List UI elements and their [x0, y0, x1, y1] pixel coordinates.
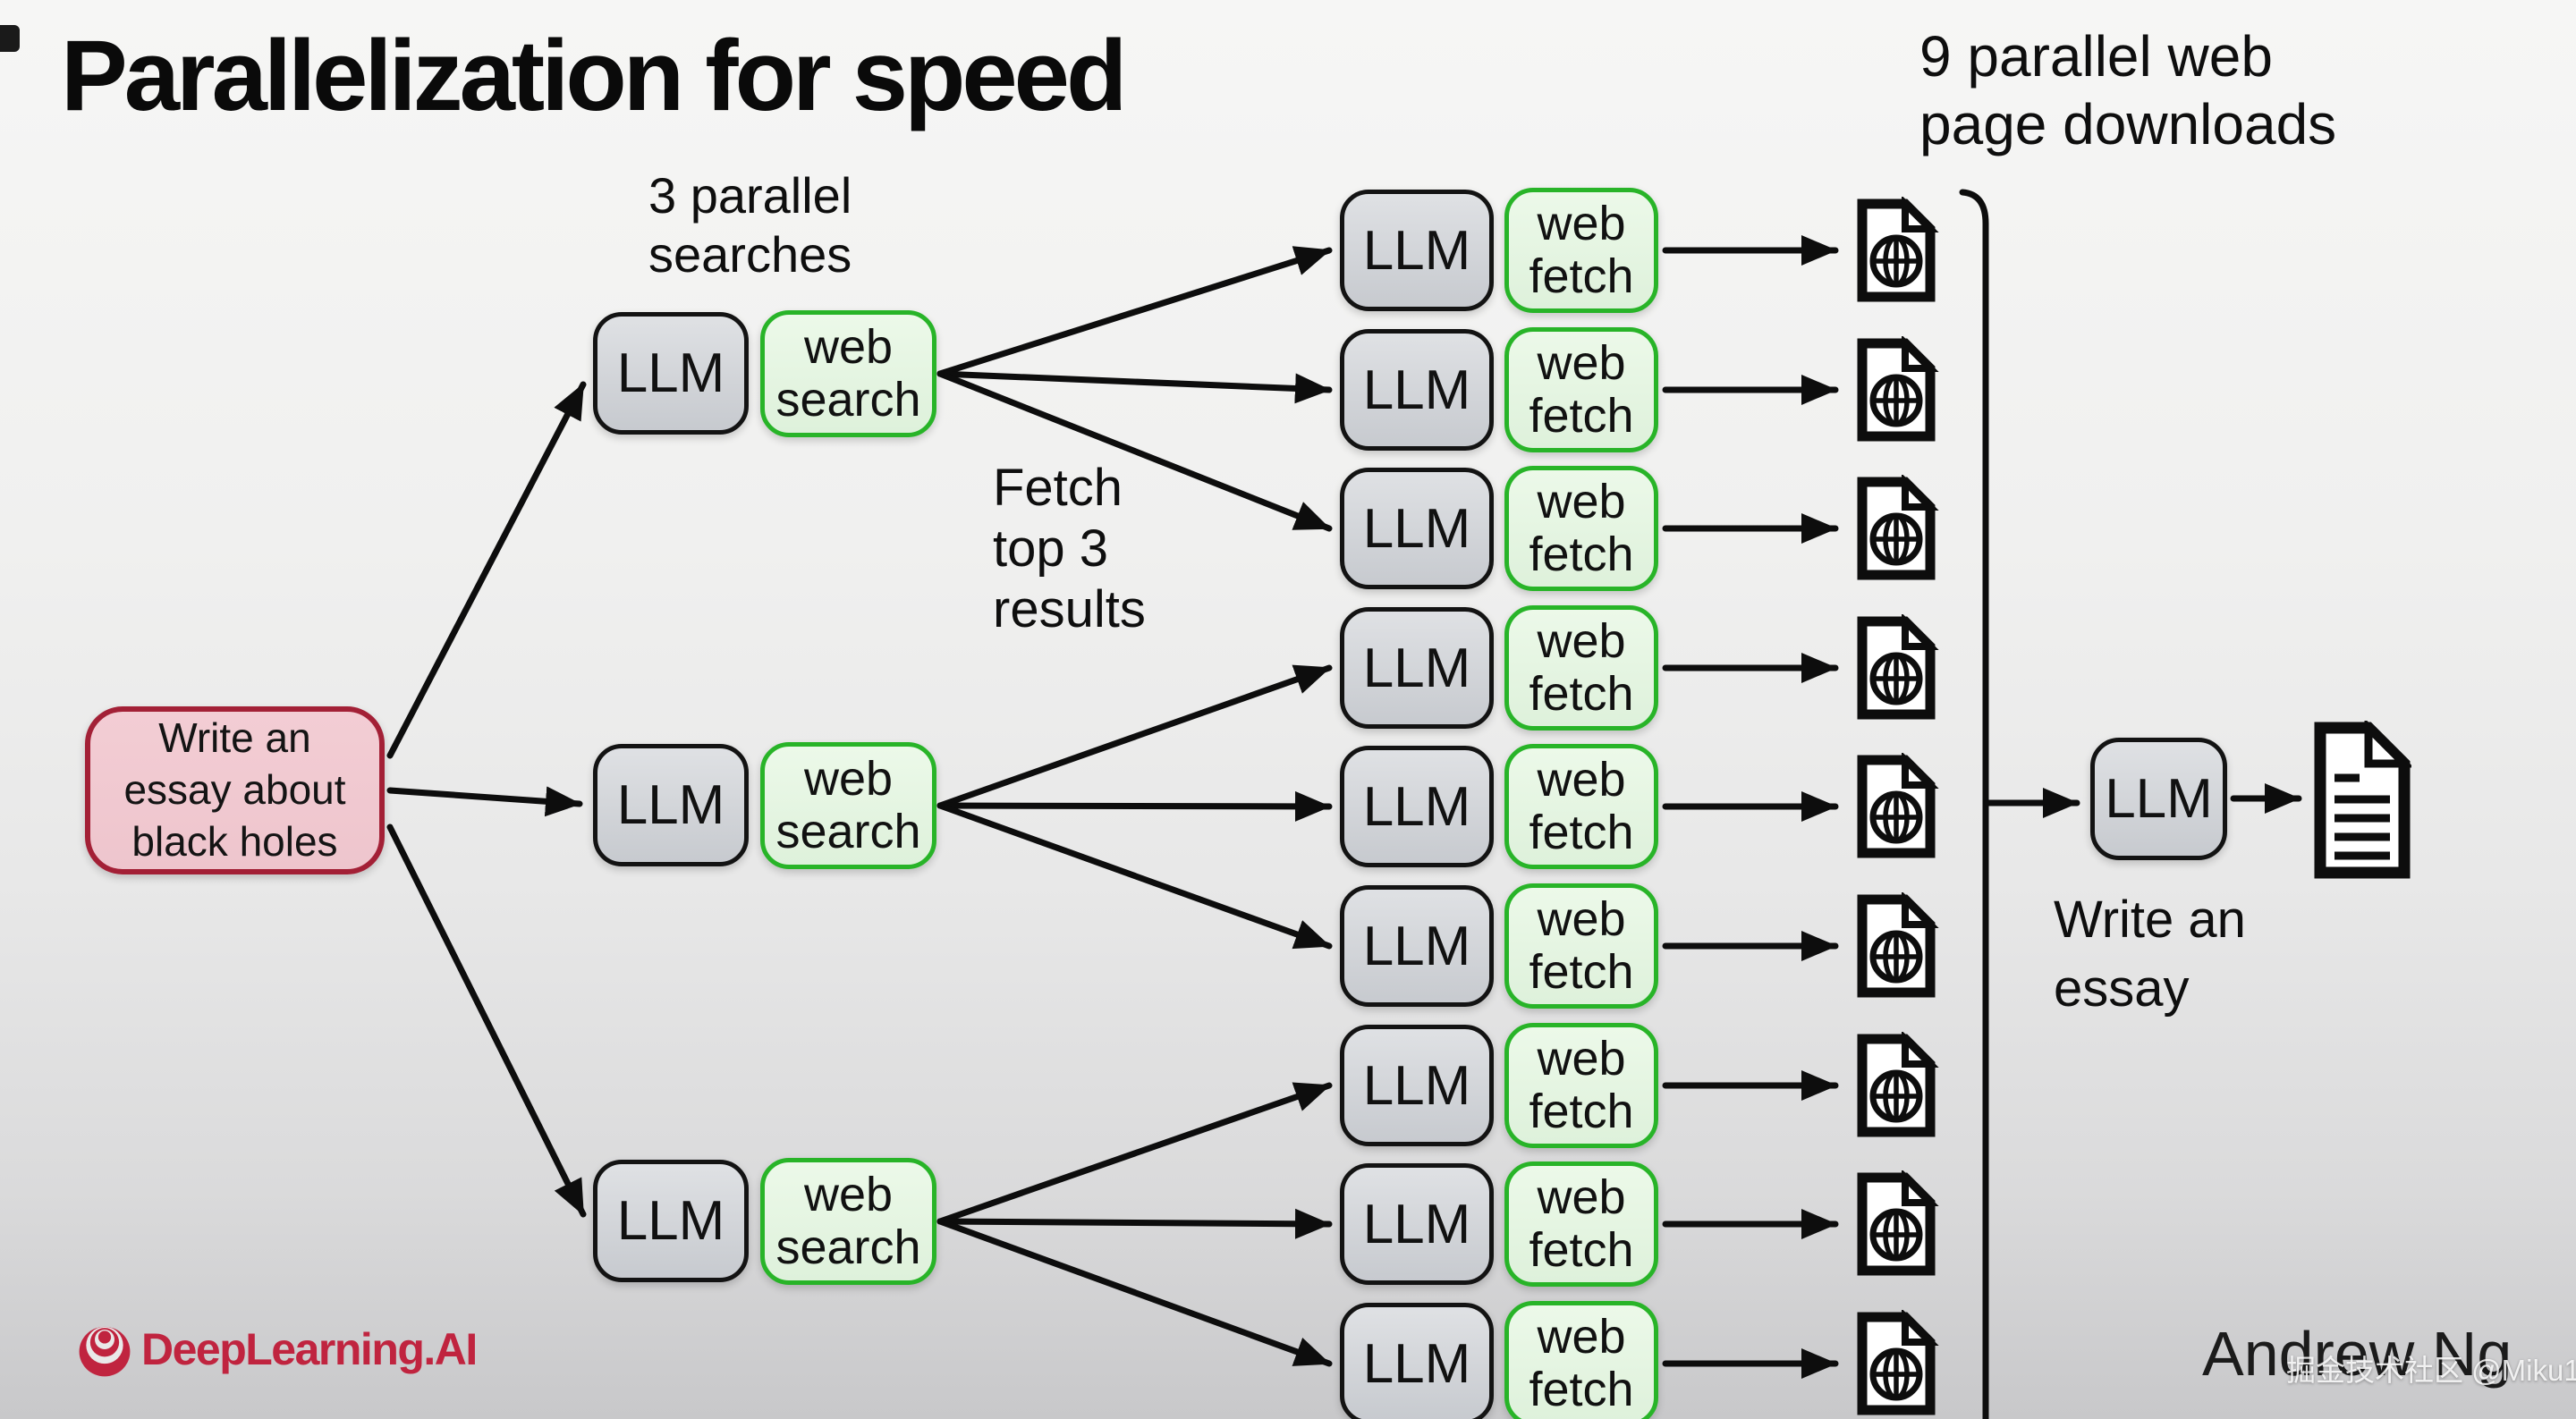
web-page-icon [1853, 1169, 1939, 1282]
prompt-box: Write an essay about black holes [85, 706, 385, 874]
gather-bracket [1959, 189, 1989, 1419]
web-page-icon [1853, 473, 1939, 587]
web-page-icon [1853, 891, 1939, 1004]
web-fetch-box: web fetch [1504, 883, 1658, 1009]
web-page-icon [1853, 612, 1939, 726]
search-llm-box: LLM [593, 1160, 749, 1282]
web-fetch-box: web fetch [1504, 1301, 1658, 1419]
logo-text: DeepLearning.AI [141, 1324, 478, 1374]
web-search-box: web search [760, 1158, 936, 1285]
fetch-llm-box: LLM [1340, 885, 1494, 1007]
web-search-box: web search [760, 310, 936, 437]
flow-arrow [936, 802, 1333, 950]
video-frame-artifact [0, 25, 20, 52]
web-search-box: web search [760, 742, 936, 869]
fetch-llm-box: LLM [1340, 1025, 1494, 1146]
fetch-llm-box: LLM [1340, 1163, 1494, 1285]
flow-arrow [936, 790, 1333, 822]
fetch-llm-box: LLM [1340, 1303, 1494, 1419]
fetch-llm-box: LLM [1340, 190, 1494, 311]
web-fetch-box: web fetch [1504, 466, 1658, 591]
web-fetch-box: web fetch [1504, 1161, 1658, 1287]
fetch-llm-box: LLM [1340, 329, 1494, 451]
essay-icon [2313, 718, 2414, 884]
fetch-llm-box: LLM [1340, 468, 1494, 589]
web-page-icon [1853, 334, 1939, 448]
web-page-icon [1853, 1030, 1939, 1144]
annotation-3-parallel-searches: 3 parallel searches [648, 167, 852, 283]
flow-arrow [936, 1218, 1333, 1367]
web-page-icon [1853, 195, 1939, 308]
web-page-icon [1853, 1308, 1939, 1419]
flow-arrow [386, 381, 587, 759]
final-llm-box: LLM [2090, 738, 2227, 860]
flow-arrow [936, 246, 1333, 377]
flow-arrow [936, 1082, 1333, 1225]
web-fetch-box: web fetch [1504, 327, 1658, 452]
annotation-fetch-top-3: Fetch top 3 results [993, 459, 1146, 638]
web-fetch-box: web fetch [1504, 188, 1658, 313]
flow-arrow [936, 370, 1333, 404]
flow-arrow [936, 370, 1333, 532]
annotation-9-parallel-downloads: 9 parallel web page downloads [1919, 24, 2337, 156]
fetch-llm-box: LLM [1340, 607, 1494, 729]
web-page-icon [1853, 751, 1939, 865]
watermark: 掘金技术社区 @Miku16 [2286, 1354, 2576, 1387]
web-fetch-box: web fetch [1504, 605, 1658, 731]
fetch-llm-box: LLM [1340, 746, 1494, 867]
search-llm-box: LLM [593, 744, 749, 866]
author-name: Andrew Ng [2202, 1319, 2512, 1389]
flow-arrow [386, 824, 587, 1218]
flow-arrow [386, 786, 583, 817]
flow-arrow [936, 1208, 1333, 1239]
slide-title: Parallelization for speed [61, 20, 1127, 131]
deeplearning-rings-icon [79, 1326, 131, 1377]
web-fetch-box: web fetch [1504, 1023, 1658, 1148]
web-fetch-box: web fetch [1504, 744, 1658, 869]
deeplearning-ai-logo: DeepLearning.AI [77, 1322, 478, 1377]
search-llm-box: LLM [593, 312, 749, 435]
annotation-write-an-essay: Write an essay [2054, 891, 2246, 1018]
flow-arrow [936, 664, 1333, 809]
